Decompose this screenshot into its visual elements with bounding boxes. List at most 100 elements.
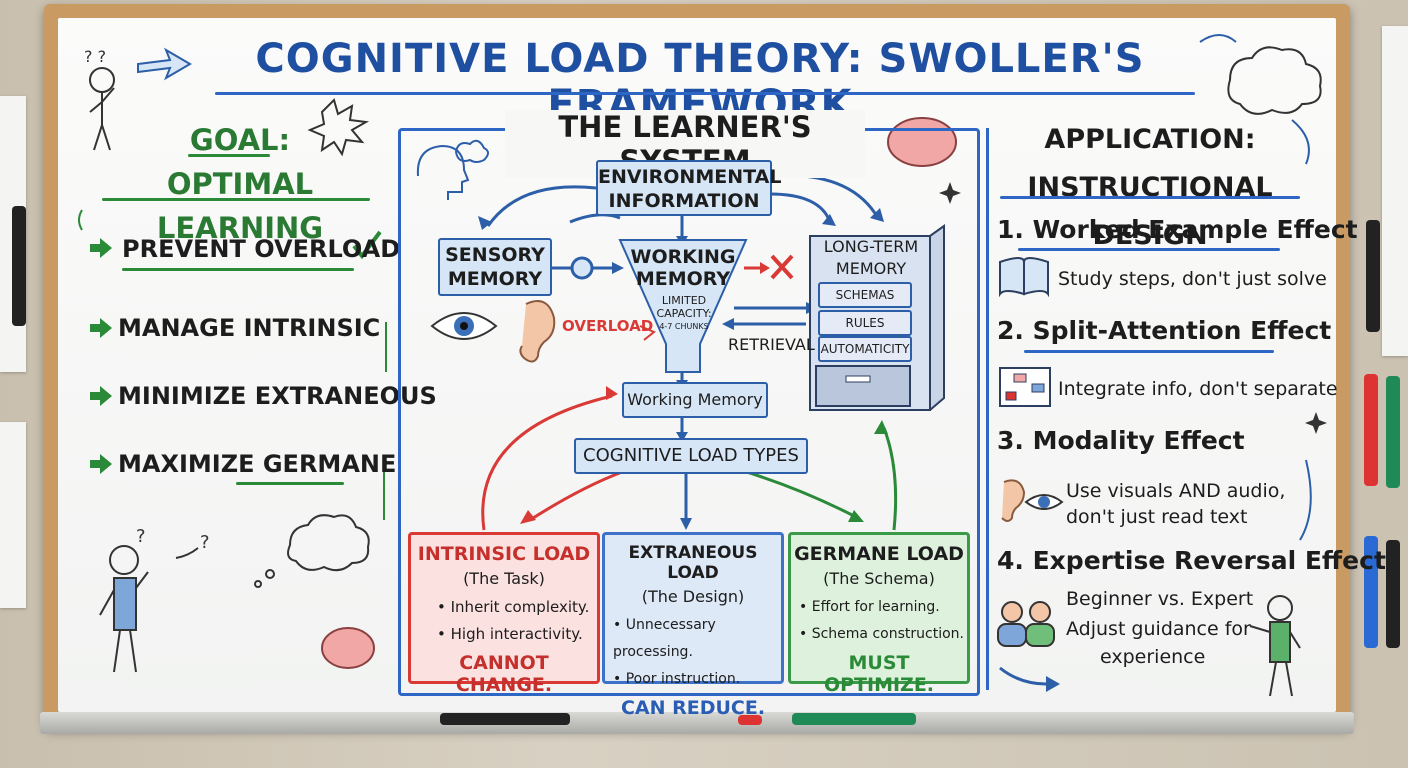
env-line2: INFORMATION [608, 190, 760, 212]
effect-2-underline [1024, 350, 1274, 353]
germane-load-foot: MUST OPTIMIZE. [823, 652, 935, 696]
goal-arrow-icons [90, 238, 112, 474]
brain-bottom-icon [321, 627, 375, 669]
confused-figure-icon [99, 545, 149, 673]
sensory-line1: SENSORY [445, 244, 545, 266]
effect-4-heading: 4. Expertise Reversal Effect [997, 546, 1386, 575]
side-paper-left-bottom [0, 422, 26, 608]
goal-title-line2: OPTIMAL LEARNING [156, 167, 324, 245]
effect-4-desc-1: Beginner vs. Expert [1066, 588, 1254, 610]
title-underline [215, 92, 1195, 95]
eye-small-icon [1024, 494, 1064, 510]
effect-3-desc-1: Use visuals AND audio, [1066, 480, 1286, 502]
arrow-bottom-right-icon [999, 666, 1047, 686]
marker-black[interactable] [440, 713, 570, 725]
marker-wall-1[interactable] [12, 206, 26, 326]
ear-icon [519, 300, 556, 363]
marker-tray [40, 712, 1354, 734]
goal-title-line1: GOAL: [189, 123, 291, 157]
extraneous-load-title: EXTRANEOUS LOAD [628, 543, 758, 583]
extraneous-load-foot: CAN REDUCE. [620, 697, 766, 719]
sparkle-icon [939, 182, 961, 204]
effect-1-underline [1018, 248, 1280, 251]
svg-text:?: ? [200, 532, 210, 553]
effect-4-desc-2: Adjust guidance for [1066, 618, 1251, 640]
sensory-memory-box: SENSORY MEMORY [438, 238, 552, 296]
marker-wall-5[interactable] [1364, 536, 1378, 648]
overload-label: OVERLOAD [562, 317, 654, 335]
env-line1: ENVIRONMENTAL [598, 166, 782, 188]
arrow-icon [137, 47, 192, 81]
effect-2-desc: Integrate info, don't separate [1058, 378, 1338, 400]
germane-bullet-1: Effort for learning. [811, 599, 940, 615]
marker-red-cap[interactable] [738, 715, 762, 725]
side-paper-right [1382, 26, 1408, 356]
book-icon [999, 257, 1049, 298]
germane-bullet-2: Schema construction. [811, 626, 964, 642]
limited-line1: LIMITED [661, 294, 707, 307]
effect-1-heading: 1. Worked Example Effect [997, 215, 1358, 244]
goal-item-minimize-extraneous: MINIMIZE EXTRANEOUS [118, 382, 437, 410]
application-box [986, 128, 1329, 690]
intrinsic-bullet-1: Inherit complexity. [450, 598, 590, 616]
germane-underline [236, 482, 344, 485]
marker-wall-2[interactable] [1366, 220, 1380, 332]
marker-green[interactable] [792, 713, 916, 725]
extraneous-load-bullets: • Unnecessary processing. • Poor instruc… [613, 617, 741, 687]
cognitive-load-types-box: COGNITIVE LOAD TYPES [574, 438, 808, 474]
germane-load-bullets: • Effort for learning. • Schema construc… [799, 599, 964, 642]
extraneous-load-sub: (The Design) [641, 587, 745, 606]
limited-capacity-label: LIMITED CAPACITY: 4-7 CHUNKS [646, 294, 722, 333]
app-title-underline [1000, 196, 1300, 199]
overload-x-icon [770, 254, 794, 280]
eye-icon [430, 312, 498, 340]
ltm-drawer-rules: RULES [818, 310, 912, 336]
head-thinking-icon [416, 139, 489, 200]
retrieval-label: RETRIEVAL [728, 335, 815, 354]
germane-load-sub: (The Schema) [823, 569, 935, 588]
working-line1: WORKING [630, 246, 736, 268]
extraneous-bullet-1: Unnecessary processing. [613, 617, 716, 660]
checkmark-icon [352, 230, 382, 260]
goal-item-prevent-overload: PREVENT OVERLOAD [122, 235, 401, 263]
svg-text:?: ? [136, 526, 146, 547]
sensory-to-working-arrow [548, 256, 612, 280]
effect-3-heading: 3. Modality Effect [997, 426, 1245, 455]
goal-item-manage-intrinsic: MANAGE INTRINSIC [118, 314, 381, 342]
marker-wall-3[interactable] [1364, 374, 1378, 486]
svg-text:? ?: ? ? [84, 47, 106, 66]
effect-1-desc: Study steps, don't just solve [1058, 268, 1327, 290]
ear-small-icon [1001, 479, 1026, 522]
working-line2: MEMORY [635, 268, 731, 290]
extraneous-bullet-2: Poor instruction. [625, 671, 741, 687]
goal-underline-1 [188, 154, 270, 157]
marker-wall-6[interactable] [1386, 540, 1400, 648]
pointing-figure-icon [1249, 595, 1301, 697]
ltm-drawer-automaticity: AUTOMATICITY [818, 336, 912, 362]
goal-title: GOAL: OPTIMAL LEARNING [100, 118, 380, 250]
goal-item-underline [122, 268, 354, 271]
working-memory-funnel-label: WORKING MEMORY [630, 246, 736, 290]
effect-2-heading: 2. Split-Attention Effect [997, 316, 1332, 345]
cloud-icon [1227, 46, 1322, 115]
diagram-icon [999, 367, 1051, 407]
app-title-line1: APPLICATION: [1044, 124, 1256, 155]
ltm-line1: LONG-TERM [823, 237, 919, 256]
cloud-bottom-icon [287, 514, 370, 572]
working-memory-box: Working Memory [622, 382, 768, 418]
marker-wall-4[interactable] [1386, 376, 1400, 488]
environmental-information-box: ENVIRONMENTAL INFORMATION [596, 160, 782, 216]
intrinsic-load-title: INTRINSIC LOAD [417, 543, 591, 565]
intrinsic-bullet-2: High interactivity. [450, 625, 583, 643]
app-title-line2: INSTRUCTIONAL DESIGN [1027, 172, 1273, 251]
long-term-memory-label: LONG-TERM MEMORY [812, 236, 930, 280]
intrinsic-load-box: INTRINSIC LOAD (The Task) • Inherit comp… [408, 532, 600, 696]
limited-line3: 4-7 CHUNKS [659, 322, 709, 331]
ltm-drawer-schemas: SCHEMAS [818, 282, 912, 308]
extraneous-load-box: EXTRANEOUS LOAD (The Design) • Unnecessa… [602, 532, 784, 719]
effect-4-desc-3: experience [1100, 646, 1206, 668]
people-icon [997, 601, 1055, 647]
germane-load-box: GERMANE LOAD (The Schema) • Effort for l… [788, 532, 970, 696]
limited-line2: CAPACITY: [656, 307, 712, 320]
